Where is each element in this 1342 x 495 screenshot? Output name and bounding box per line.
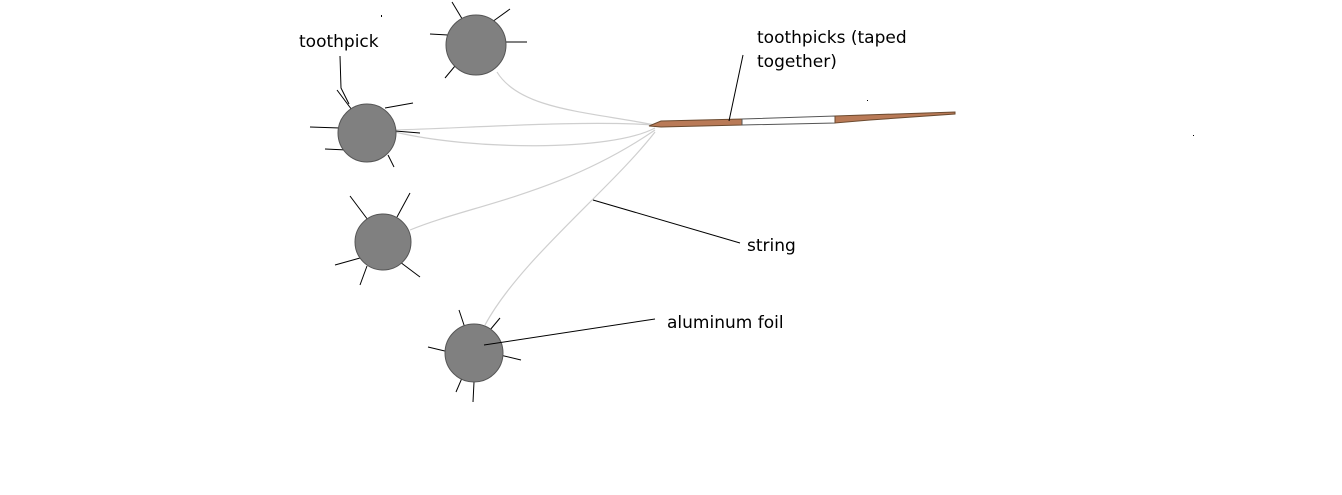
label-toothpicks-taped-line1: toothpicks (taped <box>757 28 907 48</box>
specks <box>381 15 1194 136</box>
foil-ball-3 <box>334 192 421 286</box>
label-toothpicks-taped-line2: together) <box>757 52 837 72</box>
leader-string <box>592 199 741 244</box>
strings <box>394 71 656 326</box>
foil-ball-1 <box>429 1 527 79</box>
leader-toothpicks-taped <box>728 54 744 122</box>
label-toothpicks-taped-together: toothpicks (taped together) <box>757 26 907 74</box>
string-1 <box>496 71 656 126</box>
string-4 <box>409 129 656 231</box>
label-toothpick: toothpick <box>299 32 379 52</box>
label-aluminum-foil: aluminum foil <box>667 313 784 333</box>
leader-aluminum-foil <box>483 318 656 346</box>
label-string: string <box>747 236 796 256</box>
string-2 <box>394 122 656 131</box>
string-5 <box>484 131 656 326</box>
leader-lines <box>339 54 744 346</box>
toothpick-left <box>648 118 743 128</box>
toothpick-right <box>834 111 956 124</box>
tape-segment <box>741 115 836 126</box>
string-3 <box>394 127 656 147</box>
taped-toothpicks <box>648 111 956 128</box>
foil-ball-2 <box>309 89 421 168</box>
foil-ball-4 <box>427 309 522 403</box>
leader-toothpick <box>339 55 350 105</box>
